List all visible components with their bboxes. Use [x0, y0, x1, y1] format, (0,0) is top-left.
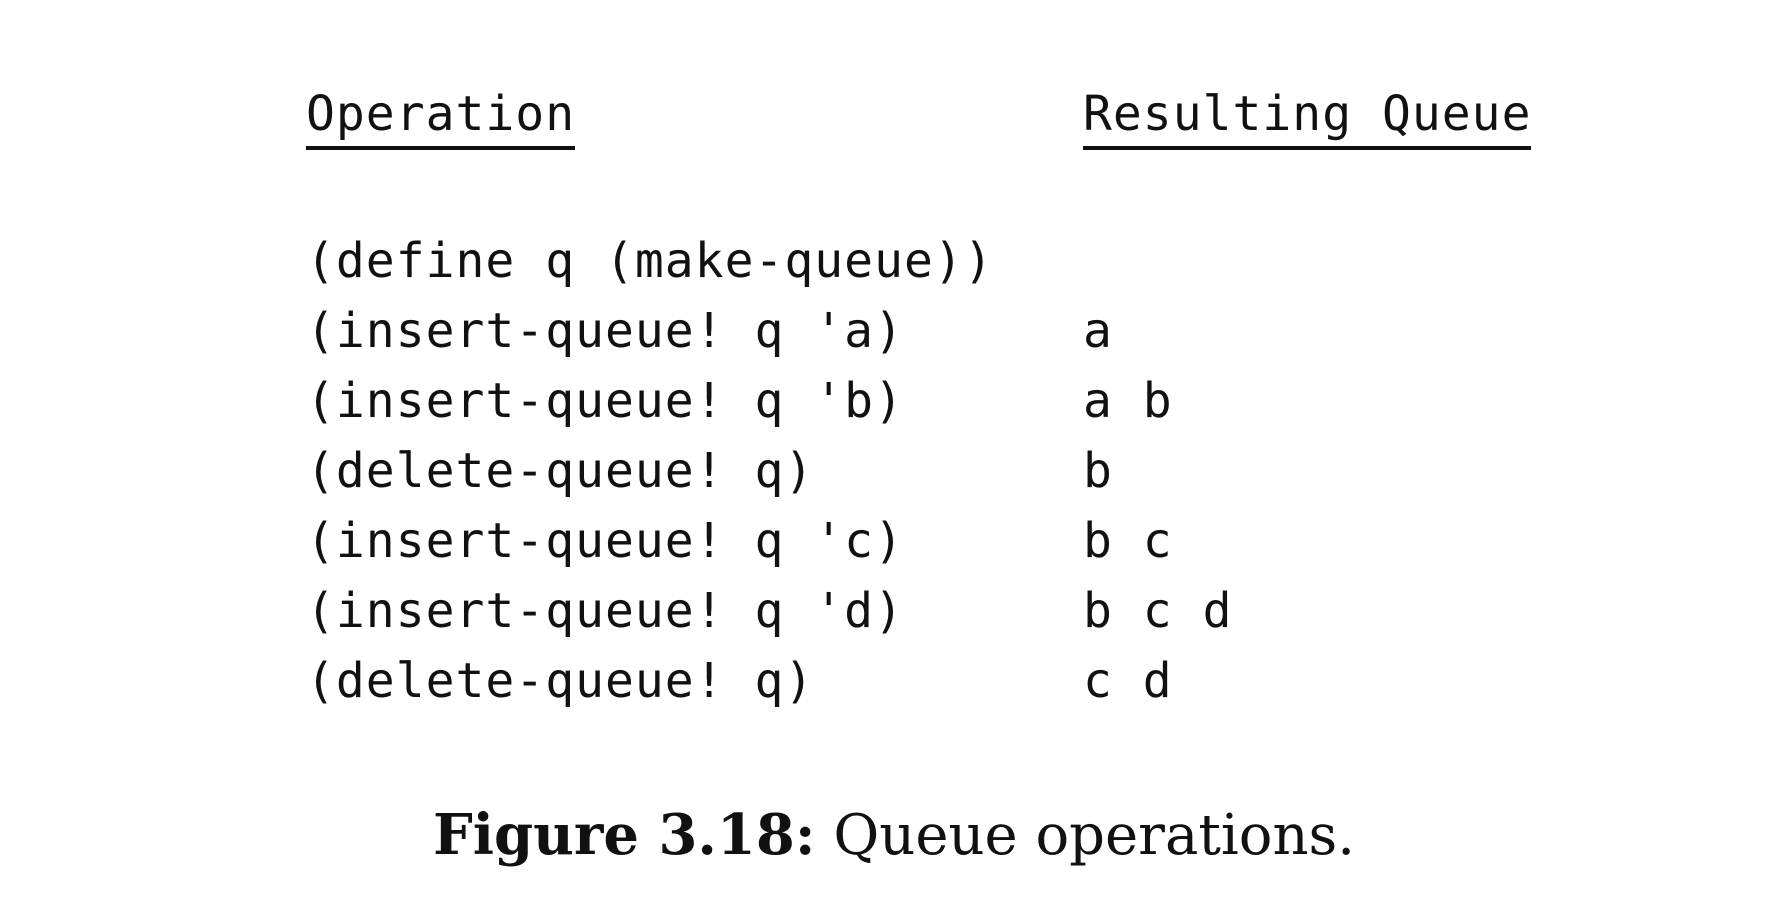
table-row: (insert-queue! q 'c) b c [306, 506, 1536, 576]
operation-cell: (delete-queue! q) [306, 443, 815, 499]
figure-label: Figure 3.18: [432, 802, 816, 868]
figure-caption-text: Queue operations. [833, 803, 1356, 868]
result-cell: b [1083, 443, 1113, 499]
operation-column-header: Operation [306, 86, 576, 150]
table-row: (delete-queue! q) c d [306, 646, 1536, 716]
table-row: (insert-queue! q 'd) b c d [306, 576, 1536, 646]
table-header-row: Operation Resulting Queue [306, 86, 1536, 156]
result-cell: b c d [1083, 583, 1233, 639]
operation-cell: (define q (make-queue)) [306, 233, 994, 289]
operation-cell: (insert-queue! q 'd) [306, 583, 904, 639]
resulting-queue-column-header: Resulting Queue [1083, 86, 1532, 150]
result-cell: a b [1083, 373, 1173, 429]
table-row: (insert-queue! q 'b) a b [306, 366, 1536, 436]
result-cell: b c [1083, 513, 1173, 569]
queue-operations-table: Operation Resulting Queue (define q (mak… [306, 86, 1536, 709]
table-body: (define q (make-queue)) (insert-queue! q… [306, 226, 1536, 716]
operation-cell: (delete-queue! q) [306, 653, 815, 709]
table-row: (delete-queue! q) b [306, 436, 1536, 506]
figure-caption: Figure 3.18: Queue operations. [0, 800, 1788, 871]
operation-cell: (insert-queue! q 'b) [306, 373, 904, 429]
result-cell: c d [1083, 653, 1173, 709]
table-row: (define q (make-queue)) [306, 226, 1536, 296]
operation-cell: (insert-queue! q 'c) [306, 513, 904, 569]
result-cell: a [1083, 303, 1113, 359]
table-row: (insert-queue! q 'a) a [306, 296, 1536, 366]
operation-cell: (insert-queue! q 'a) [306, 303, 904, 359]
